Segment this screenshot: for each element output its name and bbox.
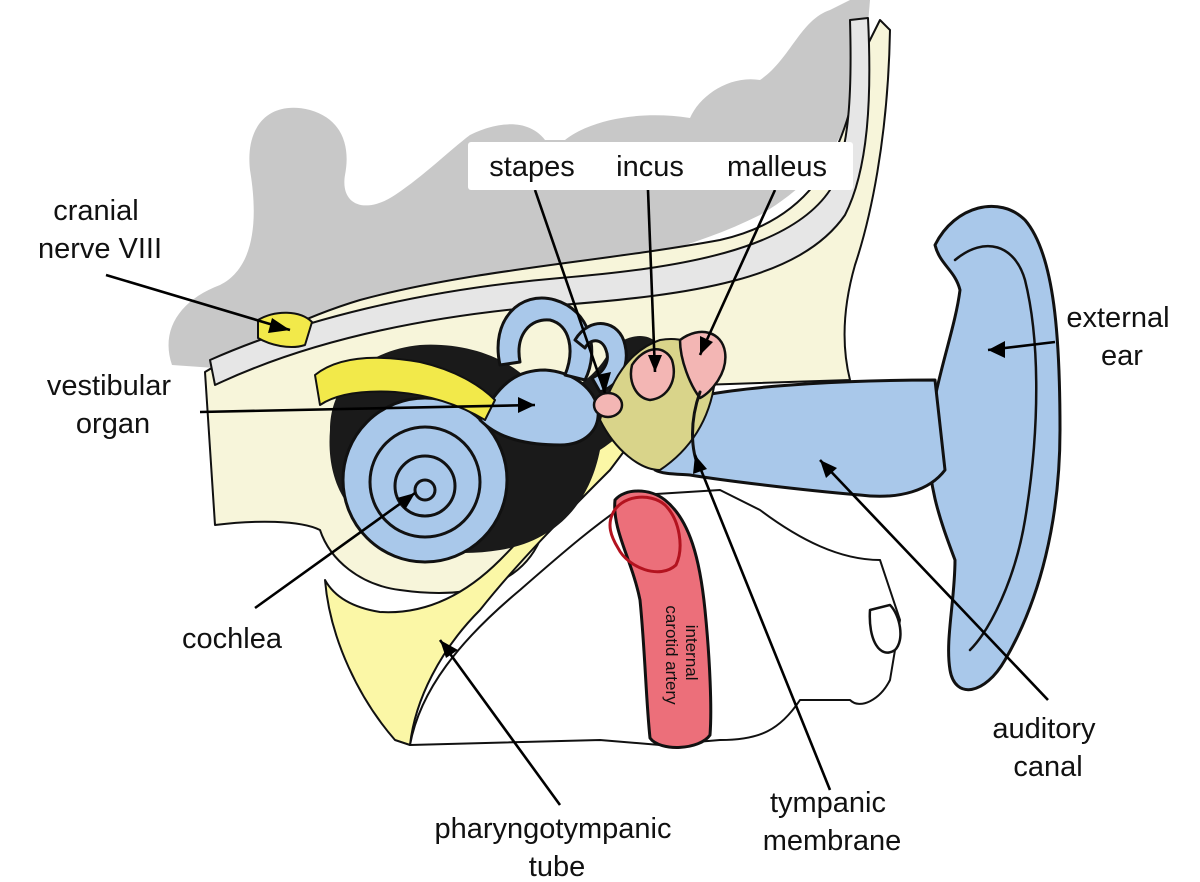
arrowhead-auditory-canal [820,460,837,478]
label-malleus-line1: malleus [727,151,827,183]
label-carotid-line1: internal [682,625,701,681]
leader-tympanic [693,454,832,791]
label-carotid-line2: carotid artery [662,605,681,705]
label-tube-line2: tube [529,851,585,882]
label-auditory-canal: auditory canal [992,713,1103,783]
leader-auditory-canal [819,459,1049,701]
label-tube-line1: pharyngotympanic [434,813,671,845]
arrowhead-cochlea [397,493,415,510]
concha-fold [868,603,902,654]
label-incus-line1: incus [616,151,684,183]
label-malleus: malleus [727,151,827,183]
semicircular-canal-1 [496,296,594,382]
helix-curve [953,244,1038,652]
leader-cochlea [254,491,416,610]
label-tympanic-line2: membrane [763,825,902,857]
cochlea-apex [413,478,437,502]
label-pharyngotympanic-tube: pharyngotympanic tube [434,813,679,882]
label-auditory-canal-line2: canal [1013,751,1082,783]
cranial-nerve-shape [314,356,496,421]
label-vestibular-line2: organ [76,408,150,440]
label-cochlea-line1: cochlea [182,623,283,655]
leader-vestibular [199,403,536,414]
arrowhead-vestibular [518,397,535,413]
label-incus: incus [616,151,684,183]
malleus-shape [678,330,727,400]
arrowhead-tube [440,640,458,658]
label-box-ossicles [468,142,853,190]
carotid-artery-shape [613,489,713,749]
label-tympanic-line1: tympanic [770,787,886,819]
leader-malleus [698,189,777,356]
label-vestibular-line1: vestibular [47,370,171,402]
leader-cranial-nerve [105,273,291,332]
label-stapes-line1: stapes [489,151,574,183]
arrowhead-stapes [597,372,611,393]
carotid-artery-rim [608,495,682,574]
label-cranial-nerve-line1: cranial [53,195,138,227]
label-cranial-nerve: cranial nerve VIII [38,195,162,265]
label-tympanic-membrane: tympanic membrane [763,787,902,857]
label-cochlea: cochlea [182,623,283,655]
arrowhead-tympanic [693,455,707,474]
label-external-ear: external ear [1066,302,1177,372]
label-stapes: stapes [489,151,574,183]
skull-shadow-lobe [700,82,760,118]
label-internal-carotid-artery: internal carotid artery [662,605,701,705]
arrowhead-cranial-nerve [268,318,290,333]
label-cranial-nerve-line2: nerve VIII [38,233,162,265]
leader-tube [438,639,562,806]
stapes-shape [592,391,624,419]
label-external-ear-line1: external [1066,302,1169,334]
external-ear-shape [927,204,1062,692]
label-auditory-canal-line1: auditory [992,713,1096,745]
label-vestibular-organ: vestibular organ [47,370,179,440]
arrowhead-external-ear [988,341,1005,358]
arrowhead-incus [648,355,662,372]
leader-incus [646,189,657,373]
label-external-ear-line2: ear [1101,340,1143,372]
leader-stapes [533,189,607,394]
arrowhead-malleus [700,336,713,355]
